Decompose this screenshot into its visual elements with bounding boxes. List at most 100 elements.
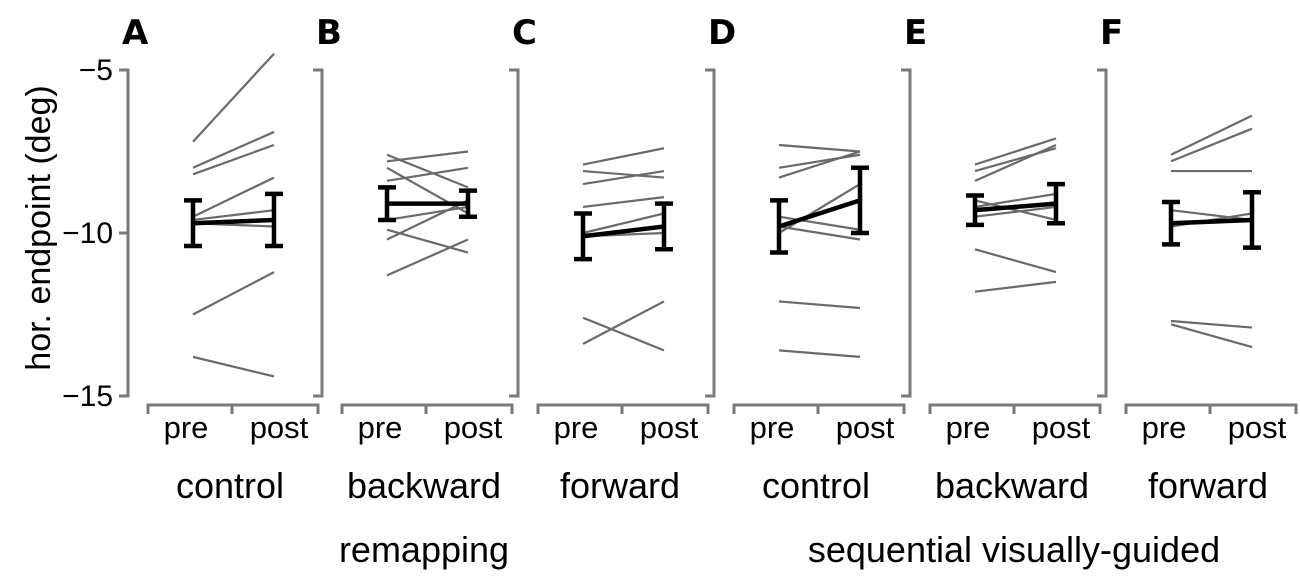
y-tick-label: −10 [62, 217, 113, 250]
condition-label: backward [347, 465, 501, 506]
subject-line [778, 300, 861, 310]
subject-line [974, 192, 1057, 209]
y-tick-label: −15 [62, 380, 113, 413]
subject-line [974, 280, 1057, 293]
condition-label: control [762, 465, 870, 506]
error-bar-pre [184, 198, 202, 249]
mean-line [1170, 217, 1253, 226]
x-tick-label-post: post [250, 410, 309, 445]
subject-line [192, 271, 275, 316]
subject-line [1170, 114, 1253, 156]
subject-line [192, 52, 275, 143]
x-tick-label-pre: pre [554, 410, 599, 445]
error-bar-pre [574, 211, 592, 262]
mean-line [192, 217, 275, 226]
subject-line [778, 183, 861, 234]
panel-letter: C [512, 13, 537, 53]
error-bar-pre [1162, 199, 1180, 247]
x-axis [536, 403, 710, 414]
subject-line [192, 209, 275, 222]
y-tick-label: −5 [79, 54, 113, 87]
error-bar-post [655, 201, 673, 252]
subject-line [582, 212, 665, 235]
x-tick-label-pre: pre [358, 410, 403, 445]
x-tick-label-post: post [444, 410, 503, 445]
subject-line [1170, 319, 1253, 329]
x-tick-label-pre: pre [164, 410, 209, 445]
x-tick-label-post: post [1228, 410, 1287, 445]
subject-line [386, 238, 469, 277]
subject-line [974, 137, 1057, 166]
x-axis [1124, 403, 1298, 414]
error-bar-post [459, 188, 477, 219]
subject-line [192, 143, 275, 176]
error-bar-pre [966, 193, 984, 228]
subject-line [582, 169, 665, 186]
condition-label: backward [935, 465, 1089, 506]
group-label-remapping: remapping [339, 529, 509, 570]
subject-line [582, 169, 665, 179]
x-axis [146, 403, 320, 414]
panel-letter: A [122, 13, 149, 53]
subject-line [386, 166, 469, 182]
subject-line [192, 176, 275, 218]
panel-letter: D [708, 13, 736, 53]
condition-label: control [176, 465, 284, 506]
subject-line [582, 316, 665, 352]
panel-letter: F [1100, 13, 1123, 53]
error-bar-post [1243, 190, 1261, 250]
y-axis-label: hor. endpoint (deg) [20, 85, 58, 370]
subject-line [386, 150, 469, 163]
subject-line [192, 130, 275, 169]
subject-line [974, 248, 1057, 274]
subject-line [192, 355, 275, 378]
y-axis [509, 68, 520, 398]
subject-line [1170, 323, 1253, 349]
x-tick-label-post: post [836, 410, 895, 445]
panel-letter: E [904, 13, 927, 53]
y-axis [1097, 68, 1108, 398]
subject-line [778, 143, 861, 153]
panel-letter: B [316, 13, 342, 53]
subject-line [386, 205, 469, 222]
error-bar-post [1047, 181, 1065, 226]
x-tick-label-post: post [640, 410, 699, 445]
x-axis [340, 403, 514, 414]
subject-line [1170, 127, 1253, 163]
subject-line [974, 205, 1057, 218]
subject-line [582, 147, 665, 166]
subject-line [778, 349, 861, 358]
subject-line [582, 300, 665, 345]
y-axis [313, 68, 324, 398]
group-label-sequential: sequential visually-guided [808, 529, 1220, 570]
condition-label: forward [560, 465, 680, 506]
x-axis [928, 403, 1102, 414]
subject-line [974, 143, 1057, 182]
error-bar-pre [378, 185, 396, 223]
error-bar-pre [770, 198, 788, 255]
error-bar-post [265, 191, 283, 249]
subject-line [778, 150, 861, 179]
subject-line [778, 153, 861, 169]
x-tick-label-pre: pre [946, 410, 991, 445]
condition-label: forward [1148, 465, 1268, 506]
mean-line [778, 198, 861, 229]
subject-line [778, 215, 861, 231]
x-tick-label-pre: pre [750, 410, 795, 445]
subject-line [386, 199, 469, 241]
x-tick-label-post: post [1032, 410, 1091, 445]
mean-line [582, 224, 665, 239]
subject-line [582, 196, 665, 209]
x-tick-label-pre: pre [1142, 410, 1187, 445]
y-axis [901, 68, 912, 398]
x-axis [732, 403, 906, 414]
mean-line [974, 201, 1057, 213]
